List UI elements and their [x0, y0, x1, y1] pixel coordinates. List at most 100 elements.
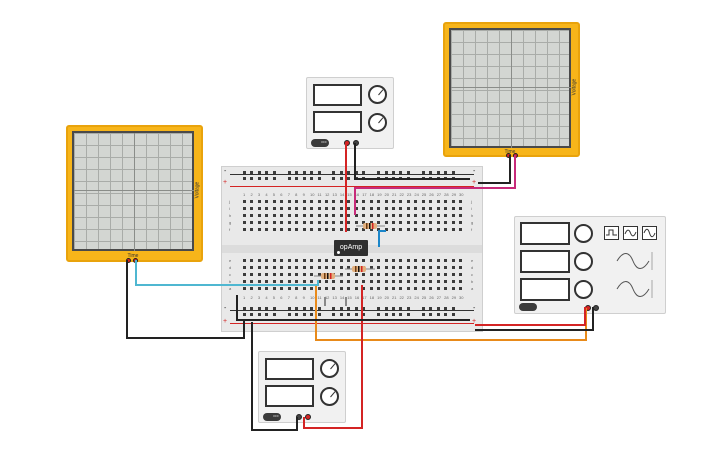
- breadboard-hole[interactable]: [339, 200, 343, 203]
- breadboard-hole[interactable]: [324, 200, 328, 203]
- rail-hole[interactable]: [332, 171, 336, 174]
- breadboard-hole[interactable]: [280, 228, 284, 231]
- breadboard-hole[interactable]: [302, 228, 306, 231]
- breadboard-hole[interactable]: [429, 266, 433, 269]
- breadboard-hole[interactable]: [295, 221, 299, 224]
- breadboard-hole[interactable]: [332, 200, 336, 203]
- breadboard-hole[interactable]: [265, 207, 269, 210]
- breadboard-hole[interactable]: [339, 266, 343, 269]
- voltage-knob[interactable]: [368, 85, 387, 104]
- breadboard-hole[interactable]: [392, 207, 395, 210]
- rail-hole[interactable]: [406, 307, 410, 310]
- oscilloscope-right[interactable]: Time Voltage: [443, 22, 580, 158]
- breadboard-hole[interactable]: [399, 259, 403, 262]
- breadboard-hole[interactable]: [354, 221, 358, 224]
- breadboard-hole[interactable]: [295, 273, 299, 276]
- breadboard-hole[interactable]: [272, 259, 276, 262]
- breadboard-hole[interactable]: [444, 228, 448, 231]
- breadboard-hole[interactable]: [429, 207, 433, 210]
- square-wave-button[interactable]: [604, 226, 619, 240]
- power-supply-bottom[interactable]: OFF: [258, 351, 346, 423]
- breadboard-hole[interactable]: [243, 221, 246, 224]
- breadboard-hole[interactable]: [317, 200, 321, 203]
- rail-hole[interactable]: [399, 171, 403, 174]
- power-switch[interactable]: OFF: [263, 413, 281, 421]
- breadboard-hole[interactable]: [272, 207, 276, 210]
- breadboard-hole[interactable]: [406, 200, 410, 203]
- breadboard-hole[interactable]: [406, 287, 410, 290]
- rail-hole[interactable]: [444, 313, 448, 316]
- rail-hole[interactable]: [287, 307, 291, 310]
- rail-hole[interactable]: [265, 177, 269, 180]
- breadboard-hole[interactable]: [310, 200, 314, 203]
- rail-hole[interactable]: [287, 171, 291, 174]
- breadboard-hole[interactable]: [287, 214, 291, 217]
- breadboard-hole[interactable]: [310, 259, 314, 262]
- breadboard-hole[interactable]: [444, 221, 448, 224]
- breadboard-hole[interactable]: [421, 280, 425, 283]
- breadboard-hole[interactable]: [302, 200, 306, 203]
- rail-hole[interactable]: [339, 313, 343, 316]
- breadboard-hole[interactable]: [377, 259, 381, 262]
- current-knob[interactable]: [320, 387, 339, 406]
- breadboard-hole[interactable]: [257, 259, 261, 262]
- rail-hole[interactable]: [451, 313, 455, 316]
- rail-hole[interactable]: [332, 177, 336, 180]
- breadboard-hole[interactable]: [339, 221, 343, 224]
- breadboard-hole[interactable]: [414, 207, 418, 210]
- rail-hole[interactable]: [243, 177, 246, 180]
- breadboard-hole[interactable]: [451, 266, 455, 269]
- breadboard-hole[interactable]: [243, 207, 246, 210]
- breadboard-hole[interactable]: [369, 221, 373, 224]
- breadboard-hole[interactable]: [384, 280, 388, 283]
- rail-hole[interactable]: [399, 307, 403, 310]
- resistor-feedback[interactable]: [345, 266, 375, 272]
- breadboard-hole[interactable]: [302, 280, 306, 283]
- rail-hole[interactable]: [436, 307, 440, 310]
- rail-hole[interactable]: [243, 171, 246, 174]
- breadboard-hole[interactable]: [392, 266, 395, 269]
- breadboard-hole[interactable]: [272, 214, 276, 217]
- rail-hole[interactable]: [354, 307, 358, 310]
- breadboard-hole[interactable]: [421, 266, 425, 269]
- breadboard-hole[interactable]: [257, 287, 261, 290]
- breadboard-hole[interactable]: [392, 259, 395, 262]
- breadboard-hole[interactable]: [257, 228, 261, 231]
- breadboard-hole[interactable]: [332, 207, 336, 210]
- rail-hole[interactable]: [317, 307, 321, 310]
- breadboard-hole[interactable]: [257, 273, 261, 276]
- breadboard-hole[interactable]: [287, 221, 291, 224]
- breadboard-hole[interactable]: [310, 221, 314, 224]
- current-knob[interactable]: [368, 113, 387, 132]
- power-switch[interactable]: OFF: [311, 139, 329, 147]
- breadboard-hole[interactable]: [332, 214, 336, 217]
- breadboard-hole[interactable]: [369, 266, 373, 269]
- breadboard-hole[interactable]: [265, 228, 269, 231]
- rail-hole[interactable]: [257, 313, 261, 316]
- breadboard-hole[interactable]: [377, 273, 381, 276]
- rail-hole[interactable]: [257, 177, 261, 180]
- rail-hole[interactable]: [317, 177, 321, 180]
- sine-wave-button[interactable]: [642, 226, 657, 240]
- breadboard-hole[interactable]: [436, 259, 440, 262]
- breadboard-hole[interactable]: [295, 200, 299, 203]
- rail-hole[interactable]: [243, 313, 246, 316]
- rail-hole[interactable]: [272, 313, 276, 316]
- rail-hole[interactable]: [243, 307, 246, 310]
- breadboard-hole[interactable]: [354, 280, 358, 283]
- rail-hole[interactable]: [421, 171, 425, 174]
- voltage-knob[interactable]: [320, 359, 339, 378]
- breadboard-hole[interactable]: [444, 266, 448, 269]
- breadboard-hole[interactable]: [459, 214, 463, 217]
- breadboard-hole[interactable]: [362, 280, 366, 283]
- breadboard-hole[interactable]: [406, 280, 410, 283]
- breadboard-hole[interactable]: [406, 259, 410, 262]
- breadboard-hole[interactable]: [421, 287, 425, 290]
- breadboard-hole[interactable]: [451, 259, 455, 262]
- rail-hole[interactable]: [287, 313, 291, 316]
- rail-hole[interactable]: [272, 177, 276, 180]
- rail-hole[interactable]: [272, 171, 276, 174]
- breadboard-hole[interactable]: [429, 273, 433, 276]
- breadboard-hole[interactable]: [302, 273, 306, 276]
- breadboard-hole[interactable]: [310, 266, 314, 269]
